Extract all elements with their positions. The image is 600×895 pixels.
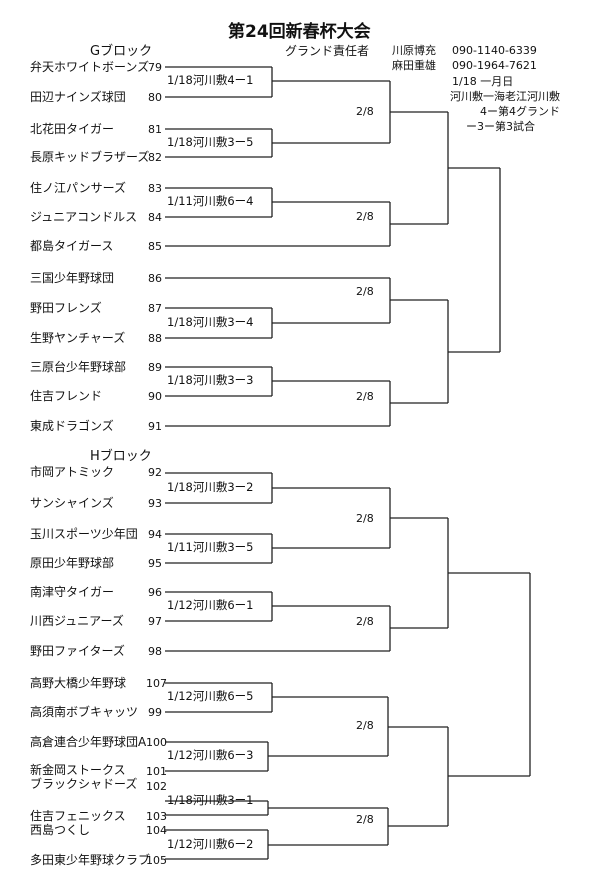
- team-name: 野田フレンズ: [30, 301, 102, 315]
- team-name: ブラックシャドーズ: [30, 777, 138, 791]
- schedule-note: 河川敷一海老江河川敷: [450, 90, 560, 103]
- match-label: 1/12河川敷6ー1: [167, 598, 254, 612]
- team-number: 101: [146, 765, 167, 778]
- team-name: 住吉フェニックス: [30, 809, 126, 823]
- team-name: 高野大橋少年野球: [30, 676, 127, 690]
- match-label: 1/12河川敷6ー3: [167, 748, 254, 762]
- team-number: 87: [148, 302, 162, 315]
- team-number: 97: [148, 615, 162, 628]
- match-label: 1/12河川敷6ー2: [167, 837, 254, 851]
- team-number: 94: [148, 528, 162, 541]
- match-label: 1/11河川敷6ー4: [167, 194, 254, 208]
- match-label: 1/18河川敷3ー2: [167, 480, 254, 494]
- g-block-title: Gブロック: [90, 44, 153, 59]
- match-date: 2/8: [356, 615, 374, 628]
- match-label: 1/18河川敷4ー1: [167, 73, 254, 87]
- match-date: 2/8: [356, 105, 374, 118]
- team-name: 新金岡ストークス: [30, 763, 126, 777]
- contact-phone: 090-1964-7621: [452, 59, 537, 72]
- team-name: 住ノ江パンサーズ: [30, 181, 127, 195]
- team-name: 南津守タイガー: [30, 585, 115, 599]
- match-label: 1/18河川敷3ー4: [167, 315, 254, 329]
- schedule-note: ー3ー第3試合: [466, 120, 535, 133]
- team-name: 市岡アトミック: [30, 465, 115, 479]
- match-label: 1/18河川敷3ー1: [167, 793, 254, 807]
- team-name: 野田ファイターズ: [30, 644, 125, 658]
- team-name: 田辺ナインズ球団: [30, 90, 126, 104]
- team-name: 都島タイガース: [30, 239, 114, 253]
- team-number: 81: [148, 123, 162, 136]
- team-number: 88: [148, 332, 162, 345]
- team-number: 102: [146, 780, 167, 793]
- team-number: 82: [148, 151, 162, 164]
- team-name: サンシャインズ: [30, 496, 114, 510]
- team-name: 生野ヤンチャーズ: [30, 331, 126, 345]
- contact-phone: 090-1140-6339: [452, 44, 537, 57]
- team-name: 西島つくし: [30, 823, 91, 837]
- team-name: 住吉フレンド: [30, 389, 103, 403]
- h-block-title: Hブロック: [90, 449, 152, 464]
- team-number: 84: [148, 211, 162, 224]
- team-number: 103: [146, 810, 167, 823]
- team-name: 原田少年野球部: [30, 556, 115, 570]
- team-number: 100: [146, 736, 167, 749]
- team-name: 玉川スポーツ少年団: [30, 527, 138, 541]
- team-number: 86: [148, 272, 162, 285]
- team-name: ジュニアコンドルス: [30, 210, 138, 224]
- schedule-note: 4ー第4グランド: [480, 105, 560, 118]
- page-title: 第24回新春杯大会: [228, 22, 371, 42]
- ground-manager-label: グランド責任者: [285, 44, 370, 58]
- team-name: 川西ジュニアーズ: [30, 614, 124, 628]
- team-name: 弁天ホワイトボーンズ: [30, 60, 150, 74]
- team-number: 85: [148, 240, 162, 253]
- team-name: 多田東少年野球クラブ: [30, 853, 151, 867]
- match-label: 1/12河川敷6ー5: [167, 689, 254, 703]
- team-name: 東成ドラゴンズ: [30, 419, 114, 433]
- team-number: 95: [148, 557, 162, 570]
- match-date: 2/8: [356, 813, 374, 826]
- team-number: 90: [148, 390, 162, 403]
- team-name: 長原キッドブラザーズ: [30, 150, 150, 164]
- match-date: 2/8: [356, 210, 374, 223]
- team-number: 79: [148, 61, 162, 74]
- match-date: 2/8: [356, 285, 374, 298]
- match-date: 2/8: [356, 512, 374, 525]
- team-name: 三原台少年野球部: [30, 360, 127, 374]
- team-number: 98: [148, 645, 162, 658]
- team-name: 北花田タイガー: [30, 122, 115, 136]
- team-number: 91: [148, 420, 162, 433]
- match-date: 2/8: [356, 390, 374, 403]
- team-number: 83: [148, 182, 162, 195]
- team-number: 93: [148, 497, 162, 510]
- team-name: 三国少年野球団: [30, 271, 115, 285]
- team-number: 107: [146, 677, 167, 690]
- team-number: 80: [148, 91, 162, 104]
- schedule-note: 1/18 一月日: [452, 75, 514, 88]
- match-label: 1/18河川敷3ー3: [167, 373, 254, 387]
- contact-name: 川原博充: [392, 44, 436, 57]
- match-label: 1/18河川敷3ー5: [167, 135, 254, 149]
- match-date: 2/8: [356, 719, 374, 732]
- team-number: 104: [146, 824, 167, 837]
- team-number: 99: [148, 706, 162, 719]
- team-number: 92: [148, 466, 162, 479]
- team-name: 高須南ボブキャッツ: [30, 705, 139, 719]
- team-number: 105: [146, 854, 167, 867]
- team-number: 89: [148, 361, 162, 374]
- match-label: 1/11河川敷3ー5: [167, 540, 254, 554]
- contact-name: 麻田重雄: [392, 59, 436, 72]
- team-name: 高倉連合少年野球団A: [30, 735, 147, 749]
- team-number: 96: [148, 586, 162, 599]
